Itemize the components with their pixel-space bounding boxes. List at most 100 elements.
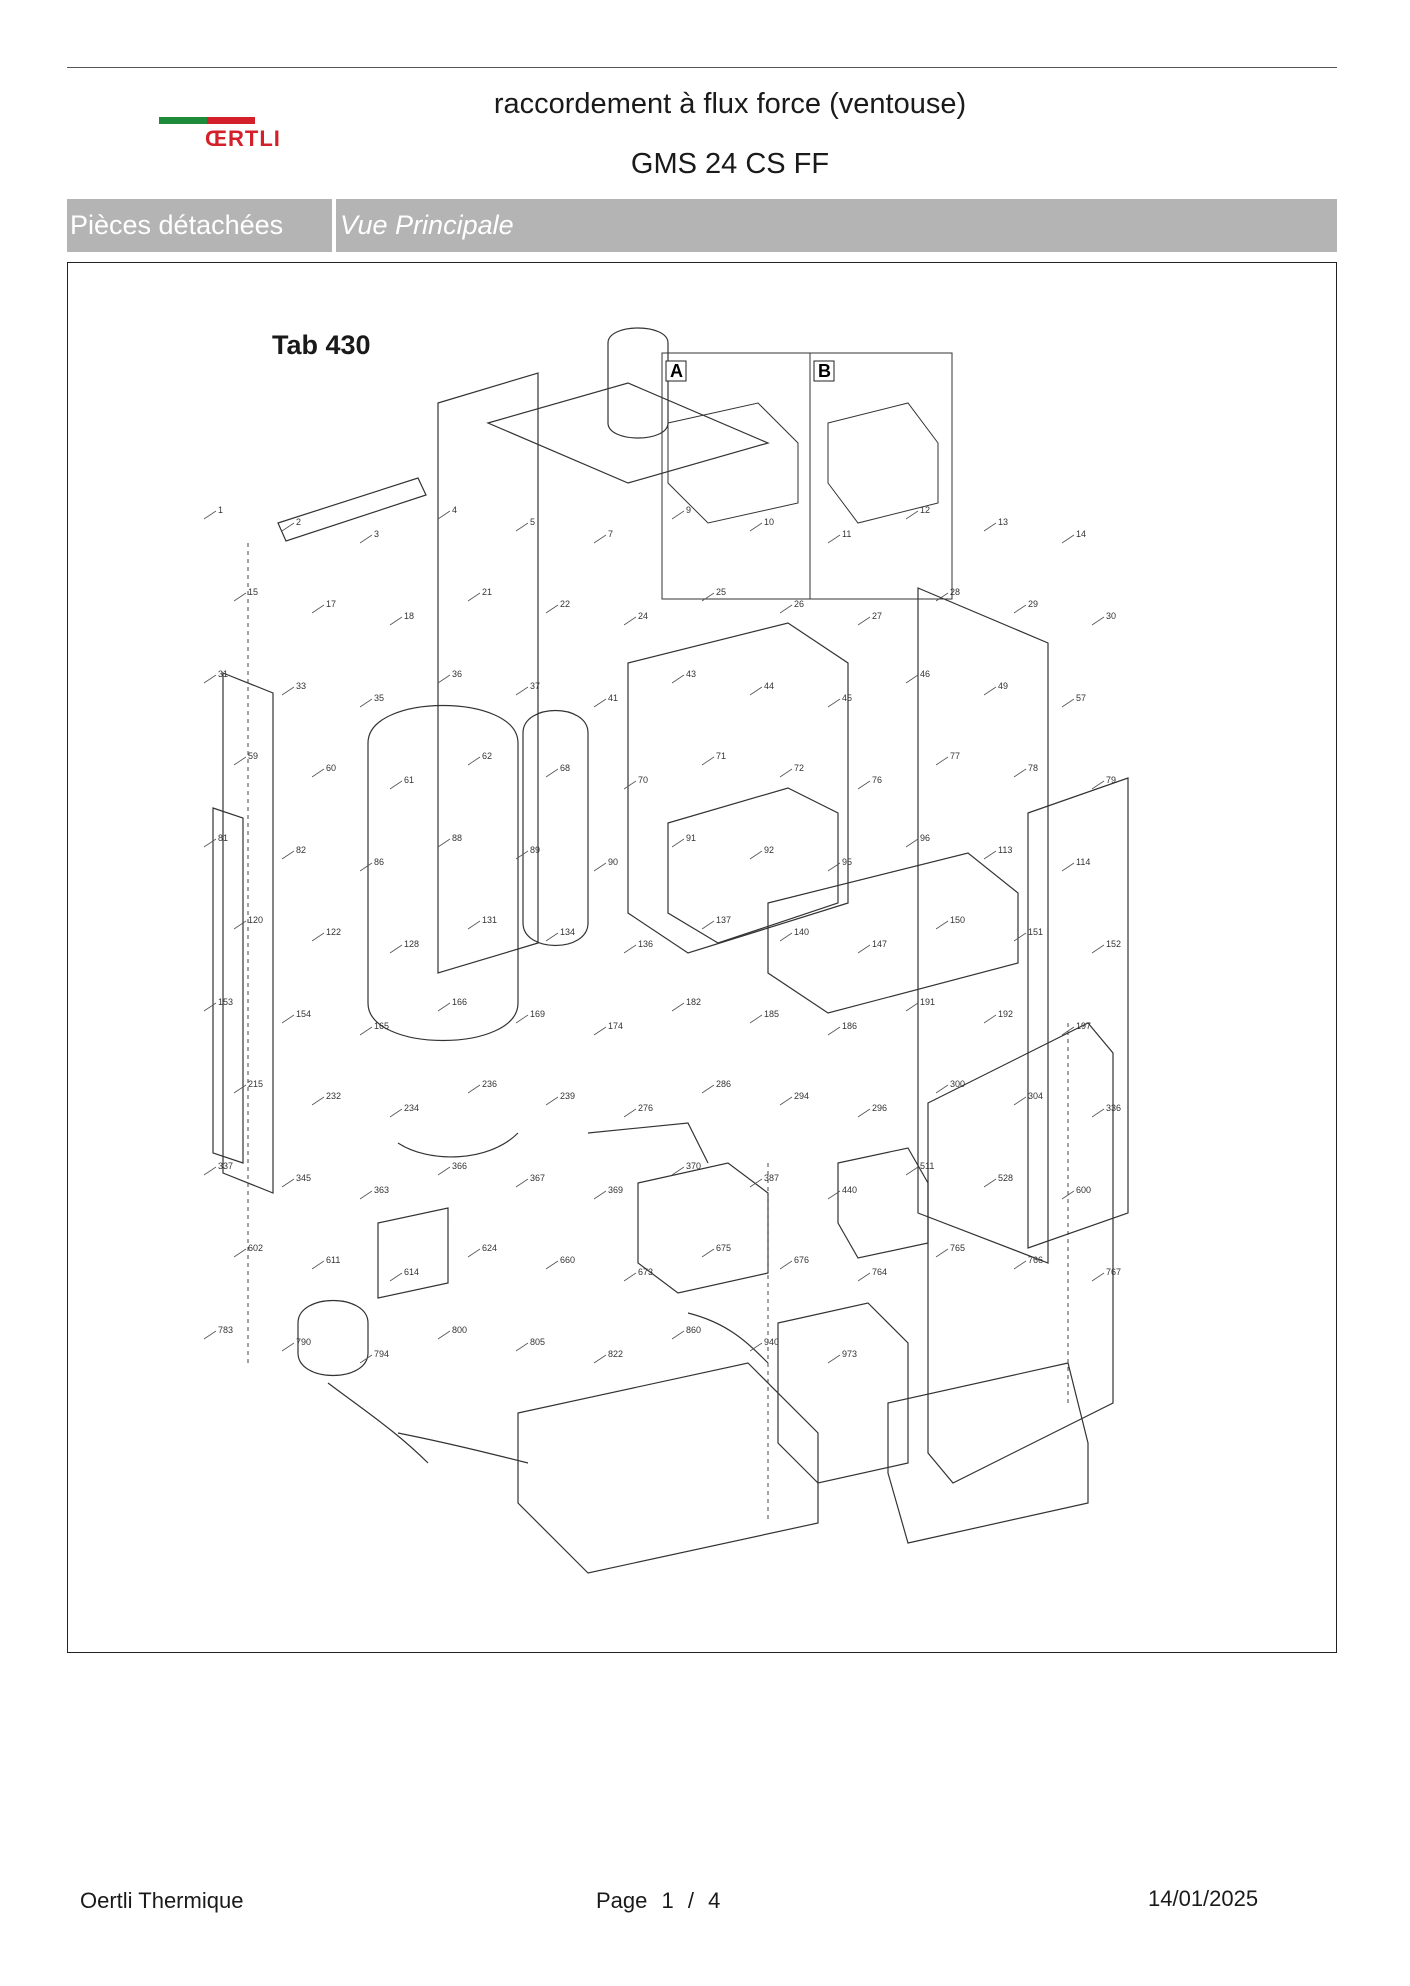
pipe-run-4 (397, 1432, 529, 1464)
callout-leader (593, 1026, 607, 1036)
side-panel-right-2 (1027, 777, 1129, 1249)
callout-leader (359, 1026, 373, 1036)
part-callout: 440 (842, 1185, 857, 1195)
callout-leader (281, 1342, 295, 1352)
expansion-vessel (367, 704, 519, 1042)
part-callout: 57 (1076, 693, 1086, 703)
callout-leader (671, 1002, 685, 1012)
callout-leader (515, 1014, 529, 1024)
callout-leader (857, 616, 871, 626)
part-callout: 147 (872, 939, 887, 949)
callout-leader (545, 932, 559, 942)
callout-leader (623, 1108, 637, 1118)
callout-leader (1013, 604, 1027, 614)
part-callout: 766 (1028, 1255, 1043, 1265)
part-callout: 154 (296, 1009, 311, 1019)
part-callout: 790 (296, 1337, 311, 1347)
callout-leader (203, 510, 217, 520)
part-callout: 169 (530, 1009, 545, 1019)
callout-leader (1091, 1272, 1105, 1282)
part-callout: 673 (638, 1267, 653, 1277)
callout-leader (701, 592, 715, 602)
part-callout: 767 (1106, 1267, 1121, 1277)
callout-leader (1091, 780, 1105, 790)
part-callout: 11 (842, 529, 851, 539)
inset-frame (661, 352, 953, 600)
callout-leader (671, 510, 685, 520)
callout-leader (905, 674, 919, 684)
part-callout: 1 (218, 505, 223, 515)
part-callout: 30 (1106, 611, 1116, 621)
callout-leader (311, 604, 325, 614)
callout-leader (233, 1084, 247, 1094)
section-bar: Pièces détachées Vue Principale (67, 199, 1337, 252)
callout-leader (827, 1354, 841, 1364)
callout-leader (233, 1248, 247, 1258)
part-callout: 367 (530, 1173, 545, 1183)
callout-leader (1091, 944, 1105, 954)
flue-top-plate (486, 382, 770, 484)
callout-leader (1061, 1026, 1075, 1036)
callout-leader (779, 932, 793, 942)
callout-leader (983, 686, 997, 696)
callout-leader (1061, 862, 1075, 872)
callout-leader (935, 1248, 949, 1258)
part-callout: 79 (1106, 775, 1116, 785)
callout-leader (827, 862, 841, 872)
part-callout: 12 (920, 505, 930, 515)
part-callout: 45 (842, 693, 852, 703)
model-name: GMS 24 CS FF (630, 148, 830, 180)
part-callout: 14 (1076, 529, 1086, 539)
pipe-run-5 (687, 1312, 769, 1364)
inset-tag-box (813, 360, 835, 382)
part-callout: 304 (1028, 1091, 1043, 1101)
part-callout: 72 (794, 763, 804, 773)
part-callout: 336 (1106, 1103, 1121, 1113)
part-callout: 765 (950, 1243, 965, 1253)
part-callout: 9 (686, 505, 691, 515)
callout-leader (857, 1272, 871, 1282)
part-callout: 294 (794, 1091, 809, 1101)
part-callout: 29 (1028, 599, 1038, 609)
part-callout: 10 (764, 517, 774, 527)
part-callout: 192 (998, 1009, 1013, 1019)
pipe-run-1 (397, 1132, 519, 1158)
part-callout: 511 (920, 1161, 934, 1171)
part-callout: 68 (560, 763, 570, 773)
callout-leader (593, 862, 607, 872)
view-label: Vue Principale (340, 210, 514, 240)
part-callout: 59 (248, 751, 258, 761)
callout-leader (749, 850, 763, 860)
callout-leader (1061, 534, 1075, 544)
callout-leader (701, 756, 715, 766)
callout-leader (1013, 1096, 1027, 1106)
brand-logo: ŒRTLI (155, 112, 315, 152)
callout-leader (1061, 1190, 1075, 1200)
callout-leader (905, 838, 919, 848)
part-callout: 166 (452, 997, 467, 1007)
top-bracket (277, 477, 427, 542)
part-callout: 78 (1028, 763, 1038, 773)
callout-leader (437, 1002, 451, 1012)
callout-leader (515, 1342, 529, 1352)
part-callout: 387 (764, 1173, 779, 1183)
part-callout: 81 (218, 833, 228, 843)
callout-leader (671, 838, 685, 848)
callout-leader (311, 768, 325, 778)
part-callout: 95 (842, 857, 852, 867)
callout-leader (983, 850, 997, 860)
callout-leader (467, 920, 481, 930)
part-callout: 940 (764, 1337, 779, 1347)
part-callout: 783 (218, 1325, 233, 1335)
callout-leader (203, 674, 217, 684)
callout-leader (827, 1026, 841, 1036)
part-callout: 41 (608, 693, 618, 703)
part-callout: 46 (920, 669, 930, 679)
callout-leader (233, 756, 247, 766)
part-callout: 805 (530, 1337, 545, 1347)
top-rule (67, 67, 1337, 68)
part-callout: 36 (452, 669, 462, 679)
part-callout: 31 (218, 669, 228, 679)
part-callout: 973 (842, 1349, 857, 1359)
